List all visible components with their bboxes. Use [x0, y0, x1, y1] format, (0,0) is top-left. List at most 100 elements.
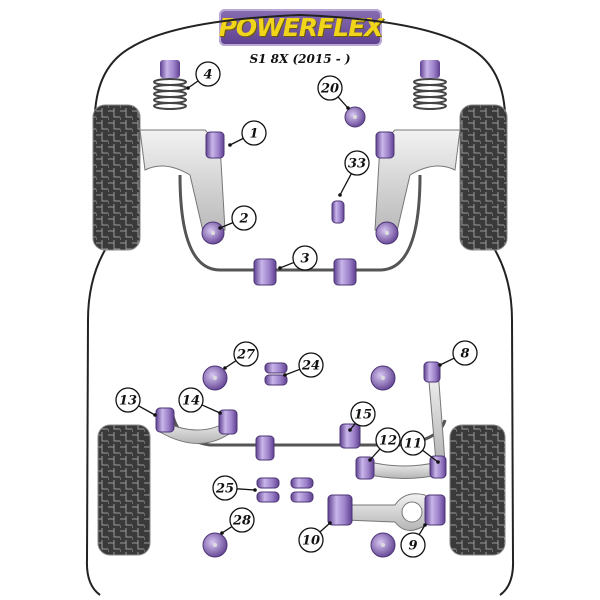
mount-bushing-centre — [213, 376, 217, 380]
callout-circle — [231, 205, 257, 231]
callout-number: 28 — [232, 514, 251, 529]
callout-circle — [452, 340, 478, 366]
bushing — [205, 131, 225, 159]
callout-part-4[interactable]: 4 — [186, 61, 221, 90]
callout-number: 20 — [320, 82, 339, 97]
split-bushing-half — [290, 477, 314, 489]
bushing — [333, 258, 357, 286]
callout-arrowhead — [220, 531, 224, 535]
callout-arrowhead — [283, 373, 287, 377]
mount-bushing-centre — [211, 231, 215, 235]
callout-circle — [350, 401, 376, 427]
front-anti-roll-bar — [178, 174, 422, 272]
split-bushing-half — [264, 374, 288, 386]
callout-arrowhead — [223, 366, 227, 370]
callout-part-14[interactable]: 14 — [178, 387, 222, 415]
callout-circle — [400, 430, 426, 456]
mount-bushing-centre — [381, 376, 385, 380]
callout-circle — [292, 245, 318, 271]
callout-arrowhead — [218, 411, 222, 415]
tyre — [449, 424, 506, 556]
callout-arrow — [279, 261, 295, 269]
callout-arrow — [229, 137, 244, 146]
callout-part-2[interactable]: 2 — [218, 205, 257, 231]
bushing — [375, 131, 395, 159]
callout-part-12[interactable]: 12 — [368, 427, 401, 462]
callout-circle — [344, 150, 370, 176]
callout-number: 25 — [215, 482, 234, 497]
callout-arrowhead — [338, 193, 342, 197]
callout-number: 24 — [301, 359, 320, 374]
mount-bushing-centre — [213, 543, 217, 547]
split-bushing-half — [256, 477, 280, 489]
bushing — [429, 455, 447, 479]
callout-circle — [298, 352, 324, 378]
callout-arrow — [284, 368, 301, 376]
callout-circle — [178, 387, 204, 413]
callout-part-28[interactable]: 28 — [220, 507, 255, 535]
callout-part-10[interactable]: 10 — [298, 521, 332, 553]
callout-arrow — [236, 488, 256, 491]
callout-number: 1 — [249, 127, 258, 142]
callout-circle — [212, 475, 238, 501]
callout-number: 2 — [238, 212, 248, 227]
coil-spring — [413, 60, 447, 110]
callout-part-33[interactable]: 33 — [338, 150, 370, 197]
tyre — [97, 424, 151, 556]
callout-part-3[interactable]: 3 — [278, 245, 318, 271]
callout-arrowhead — [438, 363, 442, 367]
callout-arrow — [422, 449, 439, 463]
callout-number: 11 — [404, 437, 422, 452]
bushing — [155, 407, 175, 433]
callout-arrowhead — [423, 523, 427, 527]
callout-number: 33 — [348, 157, 366, 172]
rear-vertical-link — [427, 369, 446, 463]
callout-part-25[interactable]: 25 — [212, 475, 257, 501]
callout-part-1[interactable]: 1 — [228, 120, 267, 147]
callout-part-27[interactable]: 27 — [223, 341, 259, 370]
bushing — [218, 409, 238, 435]
callout-number: 14 — [182, 394, 200, 409]
callout-arrow — [224, 360, 237, 369]
callout-arrow — [221, 525, 233, 534]
callout-part-20[interactable]: 20 — [317, 75, 350, 110]
bushing — [331, 200, 345, 224]
bushing — [423, 361, 441, 383]
callout-arrow — [187, 80, 199, 89]
callout-part-24[interactable]: 24 — [283, 352, 324, 378]
callout-arrowhead — [328, 521, 332, 525]
callout-circle — [375, 427, 401, 453]
callout-arrowhead — [348, 428, 352, 432]
callout-part-15[interactable]: 15 — [348, 401, 376, 432]
callout-arrow — [369, 448, 381, 461]
rear-lower-link — [369, 461, 439, 479]
callout-arrowhead — [228, 143, 232, 147]
callout-arrowhead — [278, 266, 282, 270]
callout-arrow — [339, 173, 352, 196]
callout-arrowhead — [368, 458, 372, 462]
callout-part-8[interactable]: 8 — [438, 340, 478, 367]
callout-arrowhead — [218, 226, 222, 230]
front-right-control-arm — [374, 129, 461, 241]
callout-circle — [298, 527, 324, 553]
callout-arrow — [418, 524, 426, 536]
split-bushing-half — [264, 362, 288, 374]
callout-number: 3 — [300, 252, 309, 267]
callout-arrow — [319, 522, 331, 533]
callout-arrowhead — [153, 413, 157, 417]
callout-part-9[interactable]: 9 — [400, 523, 427, 558]
callout-number: 9 — [408, 539, 417, 554]
callout-number: 4 — [203, 68, 212, 83]
bushing — [355, 456, 375, 480]
callout-number: 27 — [236, 348, 255, 363]
callout-part-13[interactable]: 13 — [115, 387, 157, 417]
bushing — [339, 423, 361, 449]
callout-circle — [317, 75, 343, 101]
callout-circle — [115, 387, 141, 413]
callout-arrow — [337, 96, 349, 109]
callout-part-11[interactable]: 11 — [400, 430, 440, 464]
callout-number: 15 — [354, 408, 372, 423]
tyre — [92, 104, 141, 251]
callout-arrowhead — [186, 86, 190, 90]
